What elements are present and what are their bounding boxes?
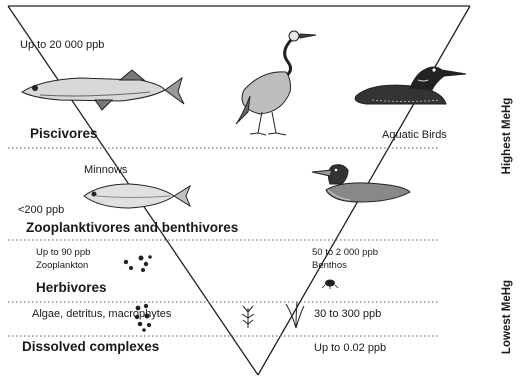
organism-label-algae: Algae, detritus, macrophytes xyxy=(32,309,171,320)
benthos-icon xyxy=(322,280,338,290)
heron-icon xyxy=(236,31,316,135)
minnow-icon xyxy=(84,184,190,208)
organism-label-zooplankton: Zooplankton xyxy=(36,261,88,271)
level-label-herbivores: Herbivores xyxy=(36,281,107,295)
concentration-benthos: 50 to 2 000 ppb xyxy=(312,248,378,258)
duck-icon xyxy=(312,165,410,202)
concentration-piscivores: Up to 20 000 ppb xyxy=(20,40,104,51)
macrophyte-icon xyxy=(242,302,304,328)
side-label-lowest-mehg: Lowest MeHg xyxy=(501,272,513,362)
concentration-minnows: <200 ppb xyxy=(18,205,64,216)
level-label-dissolved: Dissolved complexes xyxy=(22,340,159,354)
organism-label-aquatic-birds: Aquatic Birds xyxy=(382,130,447,141)
concentration-algae: 30 to 300 ppb xyxy=(314,309,381,320)
organism-label-minnows: Minnows xyxy=(84,165,127,176)
loon-icon xyxy=(355,67,466,104)
organism-label-benthos: Benthos xyxy=(312,261,347,271)
pike-fish-icon xyxy=(22,70,184,110)
level-label-piscivores: Piscivores xyxy=(30,127,98,141)
zooplankton-icon xyxy=(124,255,152,272)
side-label-highest-mehg: Highest MeHg xyxy=(501,91,513,181)
concentration-dissolved: Up to 0.02 ppb xyxy=(314,343,386,354)
concentration-zooplankton: Up to 90 ppb xyxy=(36,248,90,258)
level-label-zooplanktivores: Zooplanktivores and benthivores xyxy=(26,221,238,235)
